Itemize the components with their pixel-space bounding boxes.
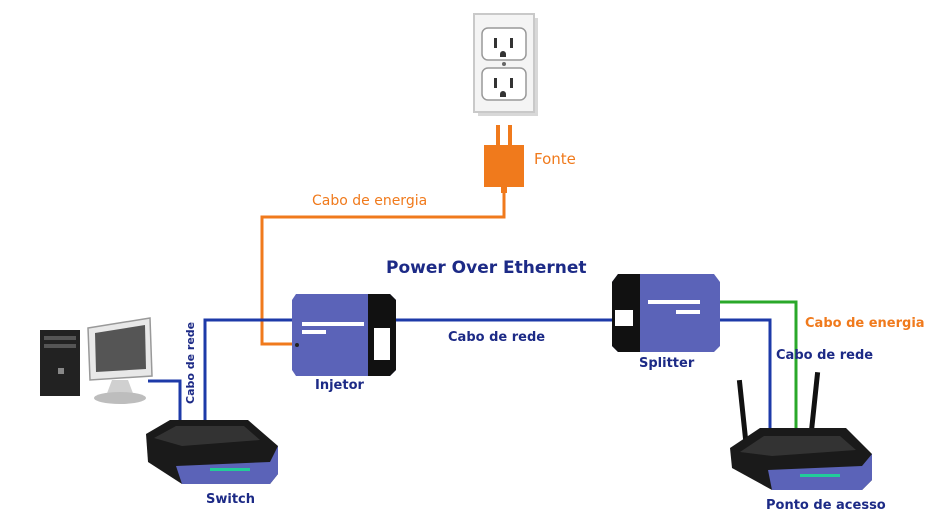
label-cabo-energia-right: Cabo de energia bbox=[805, 316, 925, 331]
power-supply bbox=[484, 125, 524, 193]
label-cabo-rede-right: Cabo de rede bbox=[776, 348, 874, 363]
label-splitter: Splitter bbox=[639, 356, 695, 371]
switch-device bbox=[146, 420, 278, 484]
label-ponto-acesso: Ponto de acesso bbox=[766, 498, 886, 513]
splitter-device bbox=[612, 274, 720, 352]
computer bbox=[40, 317, 153, 404]
label-cabo-rede-vertical: Cabo de rede bbox=[184, 321, 197, 404]
diagram-title: Power Over Ethernet bbox=[386, 258, 587, 278]
power-cable-orange bbox=[260, 192, 506, 346]
label-switch: Switch bbox=[206, 492, 256, 507]
wall-outlet bbox=[473, 13, 538, 116]
power-cable-green bbox=[720, 300, 798, 432]
injetor-device bbox=[292, 294, 396, 376]
label-cabo-energia-top: Cabo de energia bbox=[312, 193, 428, 209]
network-cable-splitter-ap bbox=[720, 318, 772, 432]
label-cabo-rede-mid: Cabo de rede bbox=[448, 330, 546, 345]
network-cable-switch-injetor bbox=[203, 318, 292, 422]
label-injetor: Injetor bbox=[315, 378, 364, 393]
access-point-device bbox=[730, 371, 872, 490]
label-fonte: Fonte bbox=[534, 150, 576, 168]
